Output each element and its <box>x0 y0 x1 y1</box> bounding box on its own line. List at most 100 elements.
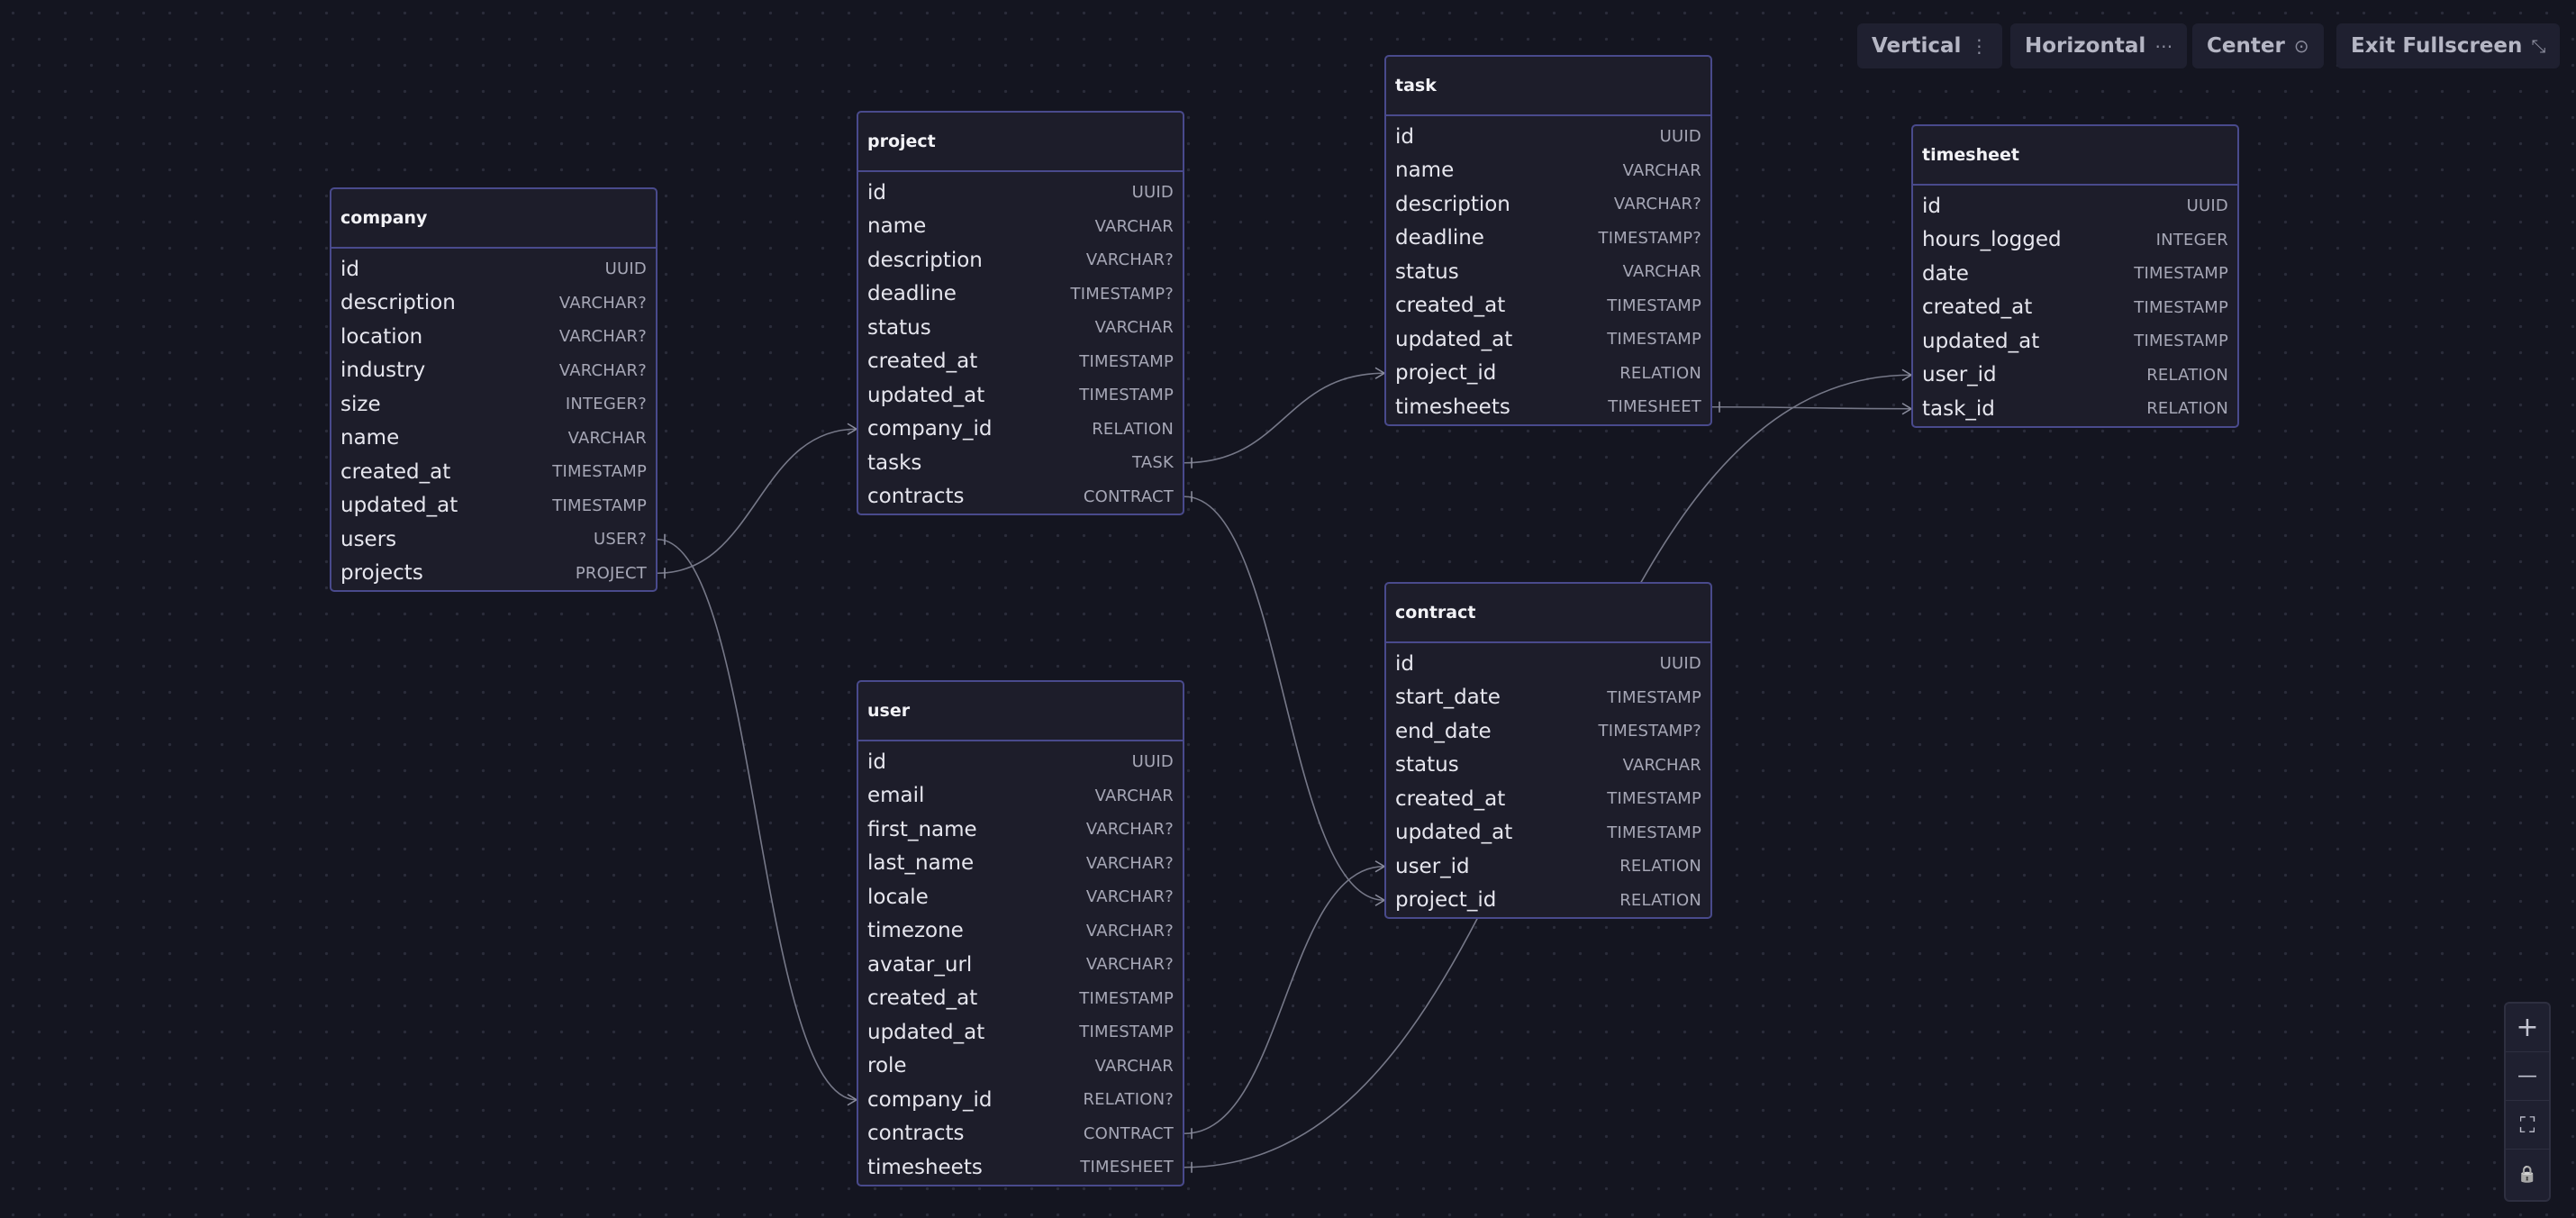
horizontal-label: Horizontal <box>2025 34 2146 58</box>
field-name: contracts <box>867 485 965 509</box>
horizontal-layout-button[interactable]: Horizontal ⋯ <box>2010 23 2188 68</box>
entity-title: task <box>1386 57 1710 116</box>
field-type: TIMESTAMP? <box>1598 722 1701 741</box>
field-name: size <box>340 392 381 416</box>
field-name: project_id <box>1395 888 1497 913</box>
field-name: name <box>1395 159 1455 183</box>
field-type: TIMESTAMP <box>1079 988 1174 1008</box>
field-name: updated_at <box>867 1020 985 1044</box>
plus-icon: + <box>2516 1012 2539 1043</box>
field-name: status <box>867 315 931 340</box>
field-name: timesheets <box>867 1155 983 1179</box>
field-row: updated_at TIMESTAMP <box>331 489 656 523</box>
field-type: INTEGER? <box>565 395 647 414</box>
many-marker <box>1901 368 1913 381</box>
field-name: updated_at <box>340 494 458 518</box>
zoom-in-button[interactable]: + <box>2506 1004 2549 1052</box>
relation-edge <box>657 428 857 575</box>
exit-fullscreen-label: Exit Fullscreen <box>2351 34 2523 58</box>
field-type: TIMESTAMP <box>1079 386 1174 405</box>
field-type: TIMESTAMP <box>2134 332 2228 351</box>
field-name: avatar_url <box>867 952 973 977</box>
field-type: TIMESTAMP <box>1607 330 1701 350</box>
field-type: TIMESTAMP <box>1607 823 1701 842</box>
field-type: VARCHAR? <box>1085 887 1174 907</box>
lock-button[interactable]: 🔒 <box>2506 1150 2549 1198</box>
entity-title: user <box>858 682 1183 741</box>
field-type: VARCHAR <box>1622 160 1701 180</box>
field-name: start_date <box>1395 686 1501 710</box>
fit-view-button[interactable]: ⛶ <box>2506 1101 2549 1150</box>
field-type: TIMESHEET <box>1608 397 1701 417</box>
entity-title: project <box>858 113 1183 172</box>
field-type: UUID <box>1659 654 1701 674</box>
field-name: timesheets <box>1395 395 1510 419</box>
field-type: TIMESHEET <box>1080 1158 1174 1177</box>
field-name: user_id <box>1922 363 1997 387</box>
zoom-out-button[interactable]: — <box>2506 1052 2549 1101</box>
many-marker <box>847 1094 858 1106</box>
field-row: name VARCHAR <box>1386 154 1710 188</box>
many-marker <box>847 423 858 435</box>
field-type: TIMESTAMP <box>2134 297 2228 317</box>
field-name: id <box>867 180 886 205</box>
field-type: TIMESTAMP? <box>1598 228 1701 248</box>
vertical-dots-icon: ⋮ <box>1970 35 1989 57</box>
field-type: VARCHAR <box>1094 216 1174 236</box>
field-name: updated_at <box>1922 329 2040 353</box>
field-name: created_at <box>1922 295 2033 320</box>
field-name: id <box>1395 124 1414 149</box>
many-marker <box>1374 894 1386 906</box>
center-button[interactable]: Center ⊙ <box>2192 23 2324 68</box>
entity-title: timesheet <box>1913 126 2237 186</box>
field-name: first_name <box>867 817 977 841</box>
field-type: VARCHAR <box>1622 262 1701 282</box>
vertical-layout-button[interactable]: Vertical ⋮ <box>1857 23 2003 68</box>
field-type: TIMESTAMP <box>552 495 647 515</box>
relation-edge <box>1184 372 1385 464</box>
vertical-label: Vertical <box>1872 34 1962 58</box>
exit-fullscreen-button[interactable]: Exit Fullscreen ⤡ <box>2336 23 2561 68</box>
entity-title: company <box>331 189 656 249</box>
field-name: user_id <box>1395 854 1470 878</box>
field-type: RELATION <box>1619 363 1701 383</box>
field-name: id <box>1922 194 1941 218</box>
field-name: tasks <box>867 450 922 475</box>
field-row: created_at TIMESTAMP <box>1913 291 2237 325</box>
field-name: company_id <box>867 417 993 441</box>
field-row: size INTEGER? <box>331 387 656 422</box>
field-type: VARCHAR <box>1094 786 1174 805</box>
field-type: UUID <box>2186 196 2228 216</box>
field-name: created_at <box>867 986 978 1011</box>
field-name: locale <box>867 885 929 909</box>
relation-edge <box>657 538 857 1101</box>
